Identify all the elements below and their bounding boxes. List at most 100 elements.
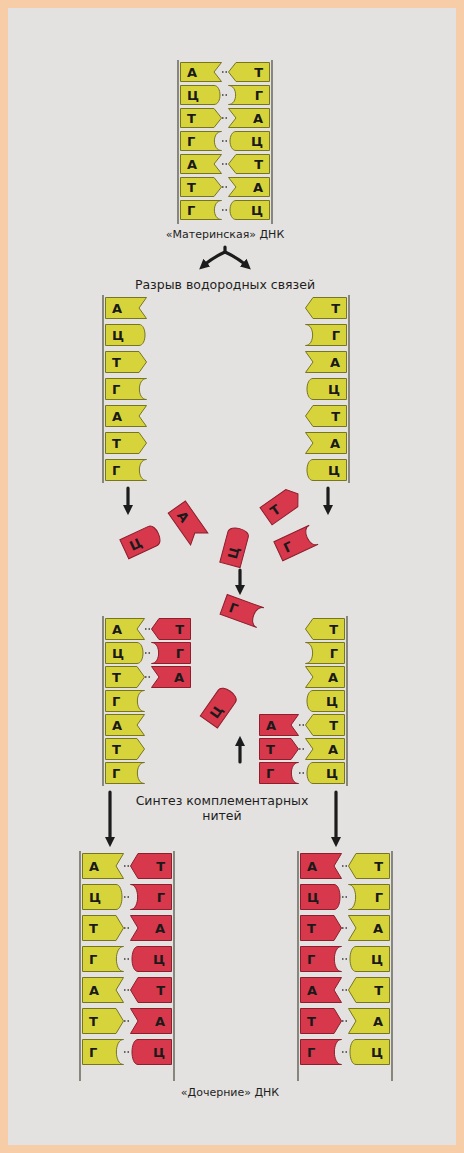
nucleotide: Т — [259, 485, 304, 526]
nucleotide: Ц — [348, 1039, 390, 1065]
nucleotide-outline — [307, 460, 347, 481]
nucleotide: Ц — [305, 378, 347, 400]
nucleotide-letter: А — [89, 984, 99, 997]
hydrogen-bond — [222, 71, 228, 72]
nucleotide-letter: Г — [307, 953, 315, 966]
nucleotide: Т — [130, 853, 172, 879]
nucleotide: Г — [82, 1039, 124, 1065]
nucleotide: Ц — [305, 690, 345, 712]
nucleotide-outline — [349, 978, 390, 1003]
hydrogen-bond — [342, 958, 348, 959]
nucleotide-letter: Ц — [251, 204, 263, 217]
nucleotide-outline — [83, 978, 124, 1003]
nucleotide: Г — [305, 642, 345, 664]
process-arrow — [334, 792, 337, 842]
nucleotide-letter: Ц — [326, 695, 338, 708]
nucleotide-outline — [131, 854, 172, 879]
process-arrow — [238, 741, 241, 762]
nucleotide-shape — [82, 915, 124, 941]
nucleotide-shape — [151, 666, 191, 688]
nucleotide-shape — [300, 884, 342, 910]
nucleotide-shape — [168, 500, 209, 545]
strand-backbones — [80, 60, 392, 1081]
nucleotide-outline — [152, 643, 191, 664]
nucleotide-shape — [105, 351, 147, 373]
nucleotide-shape — [228, 177, 270, 197]
hydrogen-bond — [124, 865, 130, 866]
nucleotide-shape — [348, 946, 390, 972]
nucleotide-shape — [348, 853, 390, 879]
nucleotide-shape — [228, 200, 270, 220]
nucleotide-shape — [228, 131, 270, 151]
strand-backbone — [297, 851, 298, 1081]
nucleotide-letter: Г — [187, 135, 195, 148]
nucleotide-shape — [180, 200, 222, 220]
nucleotide-outline — [131, 916, 172, 941]
nucleotide-shape — [105, 642, 145, 664]
nucleotide-shape — [180, 154, 222, 174]
nucleotide-shape — [82, 1039, 124, 1065]
nucleotide: Г — [305, 324, 347, 346]
nucleotide: Г — [219, 594, 264, 628]
nucleotide-outline — [83, 947, 124, 972]
nucleotide: А — [348, 915, 390, 941]
nucleotide-shape — [180, 85, 222, 105]
nucleotide: А — [259, 714, 299, 736]
nucleotide-letter: Т — [89, 1015, 98, 1028]
nucleotide: Г — [180, 131, 222, 151]
strand-backbone — [173, 851, 174, 1081]
strand-backbone — [346, 616, 347, 786]
nucleotide-outline — [306, 643, 345, 664]
nucleotide-letter: Т — [89, 922, 98, 935]
nucleotide: Г — [151, 642, 191, 664]
nucleotide-outline — [83, 1040, 124, 1065]
nucleotide-outline — [106, 643, 144, 664]
nucleotide-letter: Г — [307, 1046, 315, 1059]
hydrogen-bond — [299, 748, 305, 749]
nucleotide-outline — [132, 1040, 172, 1065]
nucleotide-outline — [106, 667, 145, 688]
nucleotide: Г — [105, 378, 147, 400]
nucleotide-outline — [301, 916, 342, 941]
nucleotide-letter: А — [253, 112, 263, 125]
nucleotide-shape — [82, 977, 124, 1003]
nucleotide-letter: Ц — [371, 953, 383, 966]
nucleotide-outline — [260, 739, 299, 760]
nucleotide-shape — [228, 108, 270, 128]
nucleotide-letter: Г — [112, 695, 120, 708]
nucleotide: Ц — [105, 642, 145, 664]
nucleotide-letter: А — [155, 1015, 165, 1028]
nucleotide-outline — [152, 619, 191, 640]
nucleotide-shape — [105, 666, 145, 688]
nucleotide-letter: Т — [307, 922, 316, 935]
nucleotide-letter: Г — [112, 767, 120, 780]
nucleotide-outline — [350, 1040, 390, 1065]
nucleotide-letter: Т — [266, 743, 275, 756]
nucleotide: Т — [180, 108, 222, 128]
nucleotide-outline — [106, 352, 147, 373]
nucleotide-letter: Г — [330, 647, 338, 660]
process-arrow — [326, 488, 329, 510]
nucleotide-letter: Т — [112, 356, 121, 369]
nucleotide-shape — [105, 459, 147, 481]
nucleotide-letter: Ц — [112, 647, 124, 660]
nucleotide-outline — [350, 947, 390, 972]
nucleotide-letter: А — [328, 743, 338, 756]
nucleotide-shape — [105, 297, 147, 319]
nucleotide: Т — [228, 154, 270, 174]
process-arrow — [225, 252, 247, 266]
hydrogen-bond — [342, 865, 348, 866]
nucleotide-outline — [229, 63, 270, 82]
nucleotide-letter: Т — [112, 437, 121, 450]
nucleotide-shape — [348, 884, 390, 910]
nucleotide-outline — [83, 916, 124, 941]
nucleotide-shape — [348, 915, 390, 941]
nucleotide-shape — [151, 642, 191, 664]
nucleotide-shape — [305, 459, 347, 481]
nucleotide-shape — [228, 154, 270, 174]
nucleotide: Г — [105, 459, 147, 481]
nucleotide: Г — [130, 884, 172, 910]
nucleotide-letter: Г — [157, 891, 165, 904]
nucleotide-shape — [105, 405, 147, 427]
